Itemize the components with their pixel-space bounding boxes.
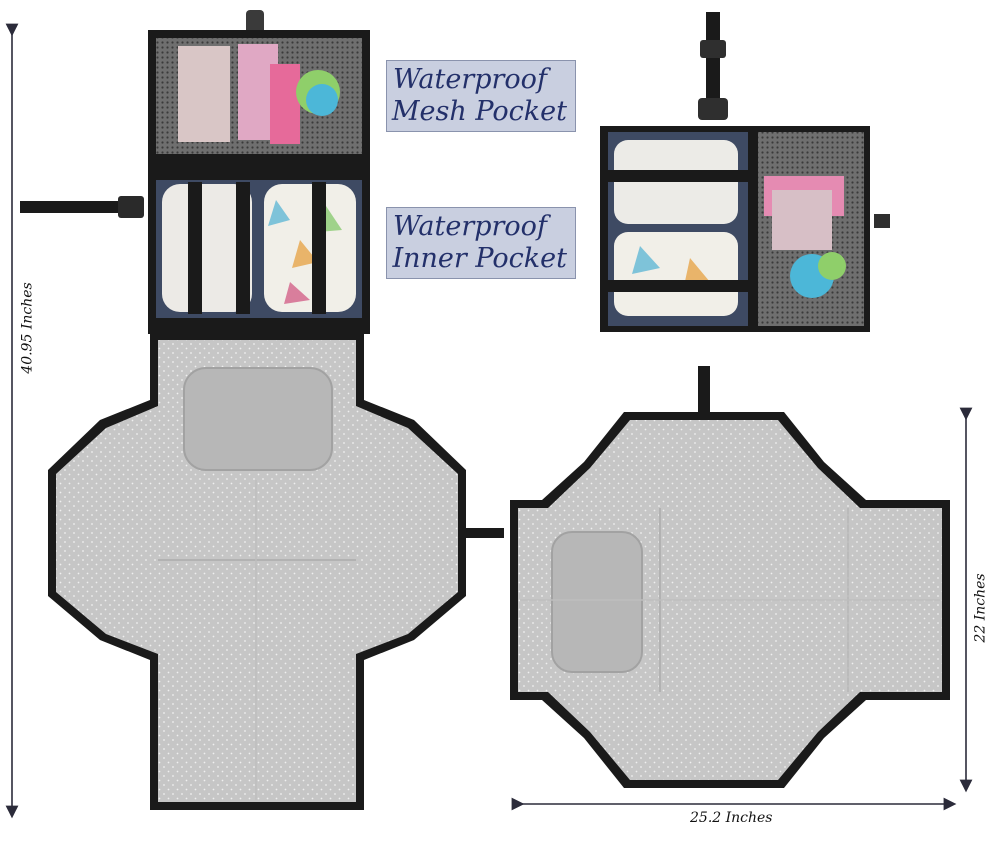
unfolded-pad-left <box>20 10 504 810</box>
short-height-dimension-label: 22 Inches <box>972 573 989 643</box>
unfolded-pad-right <box>510 366 950 788</box>
mesh-pocket-label-line2: Mesh Pocket <box>391 96 567 127</box>
mesh-pocket-label: Waterproof Mesh Pocket <box>386 60 576 132</box>
height-dimension-label: 40.95 Inches <box>19 282 36 374</box>
width-dimension-label: 25.2 Inches <box>690 810 773 826</box>
inner-pocket-label-line2: Inner Pocket <box>392 243 567 274</box>
inner-pocket-label-line1: Waterproof <box>393 211 547 242</box>
folded-clutch <box>600 12 890 332</box>
mesh-pocket-label-line1: Waterproof <box>393 64 547 95</box>
inner-pocket-label: Waterproof Inner Pocket <box>386 207 576 279</box>
